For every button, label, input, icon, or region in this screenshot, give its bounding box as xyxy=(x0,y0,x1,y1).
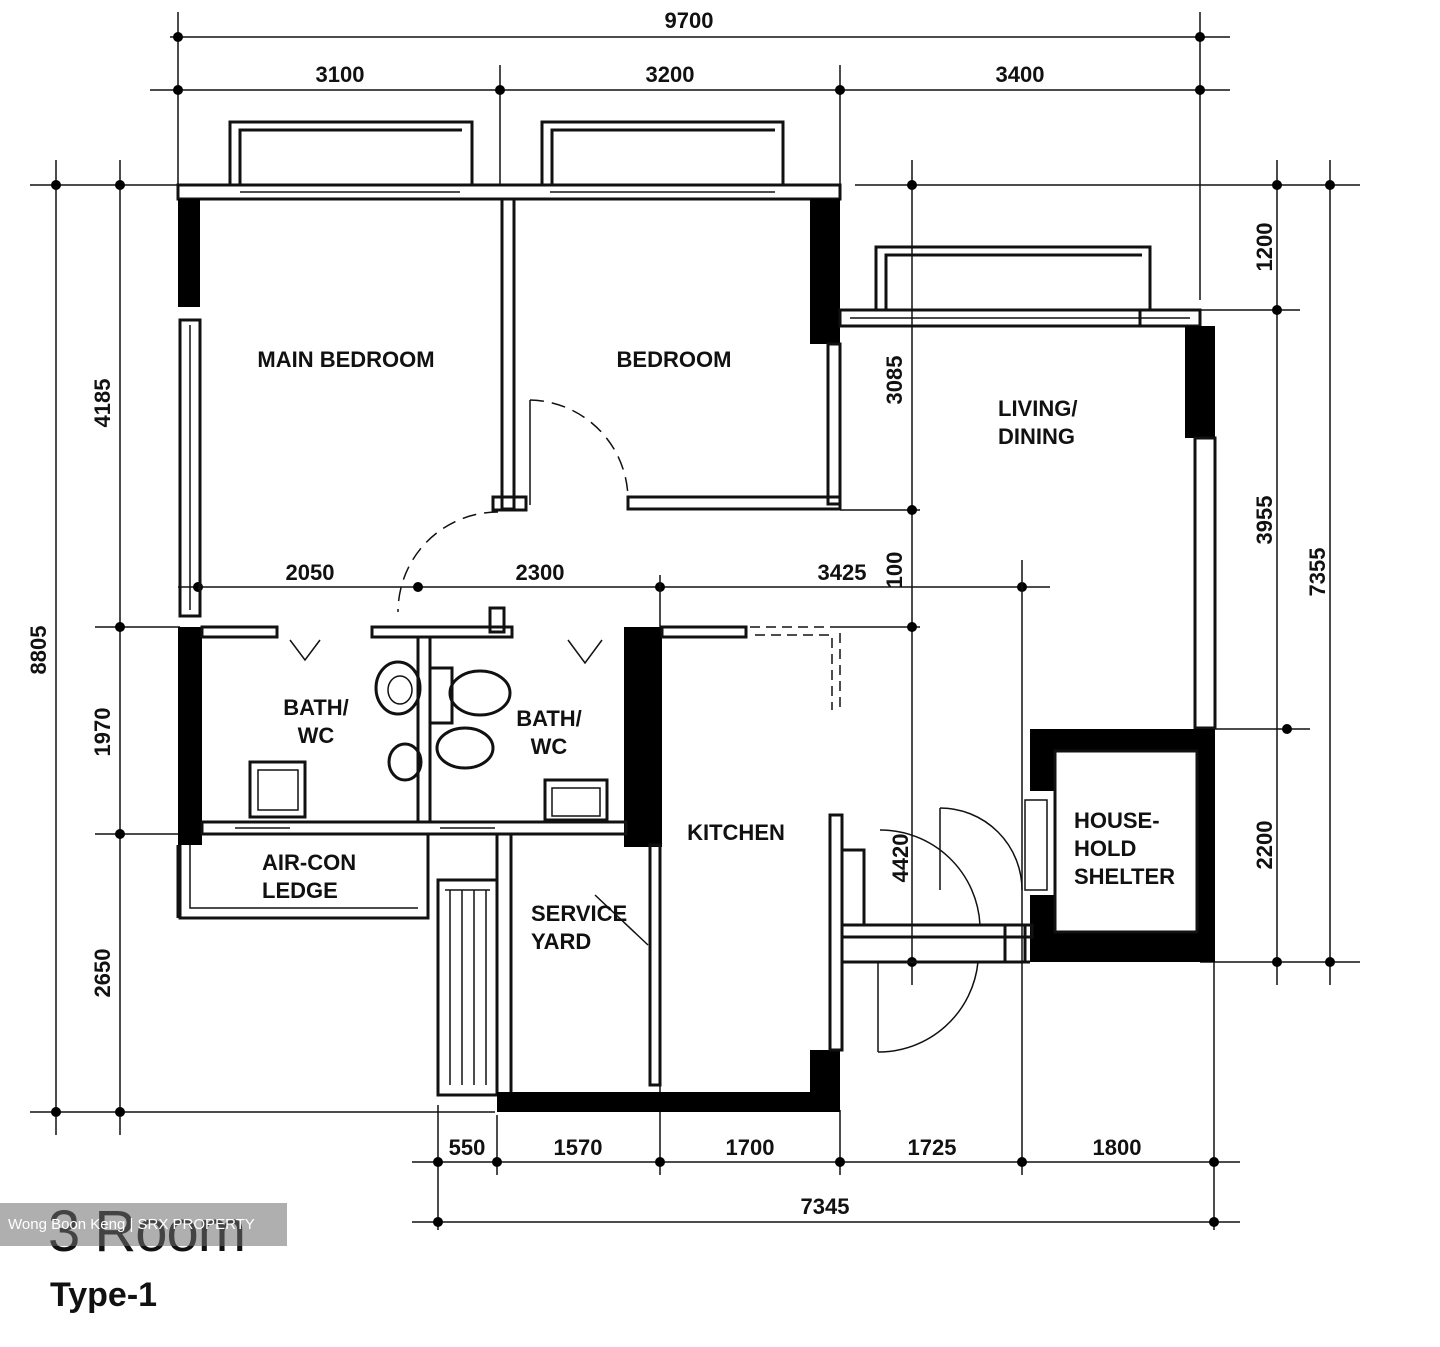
dim-inner-3085: 3085 xyxy=(882,356,907,405)
label-shelter-3: SHELTER xyxy=(1074,864,1175,889)
dimension-lines xyxy=(30,12,1360,1230)
dim-right-a: 1200 xyxy=(1252,223,1277,272)
dim-top-total: 9700 xyxy=(665,8,714,33)
label-bath1-1: BATH/ xyxy=(283,695,349,720)
plan-subtitle: Type-1 xyxy=(50,1276,158,1314)
walls xyxy=(176,120,1217,1112)
dim-left-total: 8805 xyxy=(26,626,51,675)
dim-bot-c: 1700 xyxy=(726,1135,775,1160)
dim-left-c: 2650 xyxy=(90,949,115,998)
label-main-bedroom: MAIN BEDROOM xyxy=(257,347,434,372)
label-shelter-2: HOLD xyxy=(1074,836,1136,861)
label-kitchen: KITCHEN xyxy=(687,820,785,845)
dim-left-a: 4185 xyxy=(90,379,115,428)
dim-top-a: 3100 xyxy=(316,62,365,87)
dim-left-b: 1970 xyxy=(90,708,115,757)
label-service-2: YARD xyxy=(531,929,591,954)
dim-mid-b: 2300 xyxy=(516,560,565,585)
label-living-1: LIVING/ xyxy=(998,396,1077,421)
label-aircon-1: AIR-CON xyxy=(262,850,356,875)
label-service-1: SERVICE xyxy=(531,901,627,926)
room-labels: MAIN BEDROOM BEDROOM LIVING/ DINING BATH… xyxy=(257,347,1175,954)
dim-inner-100: 100 xyxy=(882,552,907,589)
doors xyxy=(289,399,1023,1053)
dim-right-c: 2200 xyxy=(1252,821,1277,870)
label-aircon-2: LEDGE xyxy=(262,878,338,903)
bathroom-fixtures xyxy=(248,660,609,822)
dim-inner-4420: 4420 xyxy=(888,834,913,883)
dim-mid-a: 2050 xyxy=(286,560,335,585)
dim-top-c: 3400 xyxy=(996,62,1045,87)
label-living-2: DINING xyxy=(998,424,1075,449)
label-bath1-2: WC xyxy=(298,723,335,748)
dim-right-total: 7355 xyxy=(1305,548,1330,597)
dim-bot-e: 1800 xyxy=(1093,1135,1142,1160)
dim-bot-d: 1725 xyxy=(908,1135,957,1160)
dim-mid-c: 3425 xyxy=(818,560,867,585)
dim-bot-a: 550 xyxy=(449,1135,486,1160)
dimension-labels: 9700 3100 3200 3400 8805 4185 1970 2650 … xyxy=(26,8,1330,1219)
dim-bot-b: 1570 xyxy=(554,1135,603,1160)
label-shelter-1: HOUSE- xyxy=(1074,808,1160,833)
label-bath2-2: WC xyxy=(531,734,568,759)
dim-top-b: 3200 xyxy=(646,62,695,87)
label-bedroom: BEDROOM xyxy=(617,347,732,372)
watermark: Wong Boon Keng | SRX PROPERTY xyxy=(0,1203,287,1246)
dim-bot-total: 7345 xyxy=(801,1194,850,1219)
dim-right-b: 3955 xyxy=(1252,496,1277,545)
label-bath2-1: BATH/ xyxy=(516,706,582,731)
